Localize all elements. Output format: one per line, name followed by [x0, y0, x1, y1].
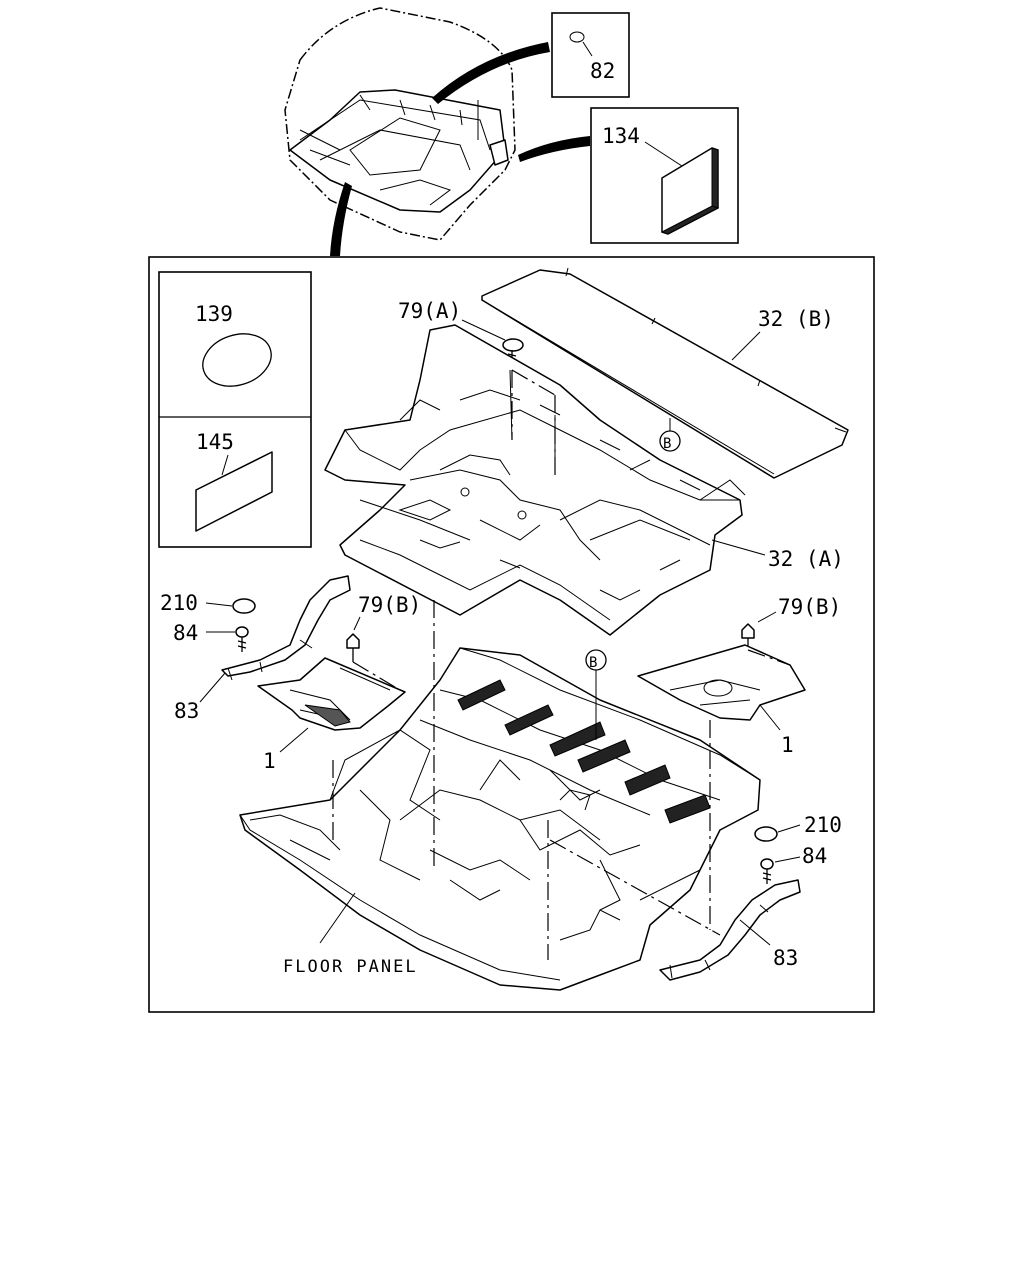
floor-panel-label: FLOOR PANEL [283, 957, 418, 977]
callout-32b: 32 (B) [758, 307, 834, 331]
callout-84-right: 84 [802, 844, 827, 868]
callout-1-right: 1 [781, 733, 794, 757]
callout-139: 139 [195, 302, 233, 326]
part-32b-panel: 32 (B) B [481, 267, 849, 479]
callout-79b-left: 79(B) [358, 593, 421, 617]
callout-b-top: B [663, 436, 671, 452]
inset-box-139-145: 139 145 [158, 271, 312, 548]
part-32a-floor-mat: 32 (A) [324, 324, 844, 636]
connector-134 [518, 136, 590, 162]
callout-145: 145 [196, 430, 234, 454]
part-83-right-rail: 210 84 83 [659, 813, 842, 981]
callout-210-right: 210 [804, 813, 842, 837]
connector-main [330, 182, 352, 256]
callout-32a: 32 (A) [768, 547, 844, 571]
callout-134: 134 [602, 124, 640, 148]
callout-83-left: 83 [174, 699, 199, 723]
part-79a-clip: 79(A) [398, 299, 524, 370]
callout-b-mid: B [589, 655, 597, 671]
callout-82: 82 [590, 59, 615, 83]
part-1-right-mat: 79(B) 1 [637, 595, 841, 757]
callout-79b-right: 79(B) [778, 595, 841, 619]
alignment-lines [332, 369, 791, 960]
part-83-left-rail: 210 84 83 [160, 575, 351, 723]
inset-box-134: 134 [590, 107, 739, 244]
inset-box-82: 82 [551, 12, 630, 98]
callout-1-left: 1 [263, 749, 276, 773]
callout-83-right: 83 [773, 946, 798, 970]
callout-79a: 79(A) [398, 299, 461, 323]
callout-210-left: 210 [160, 591, 198, 615]
callout-84-left: 84 [173, 621, 198, 645]
connector-82 [432, 42, 550, 104]
part-1-left-mat: 79(B) 1 [257, 593, 421, 773]
vehicle-overview [284, 7, 516, 241]
floor-panel: FLOOR PANEL B [239, 647, 761, 991]
